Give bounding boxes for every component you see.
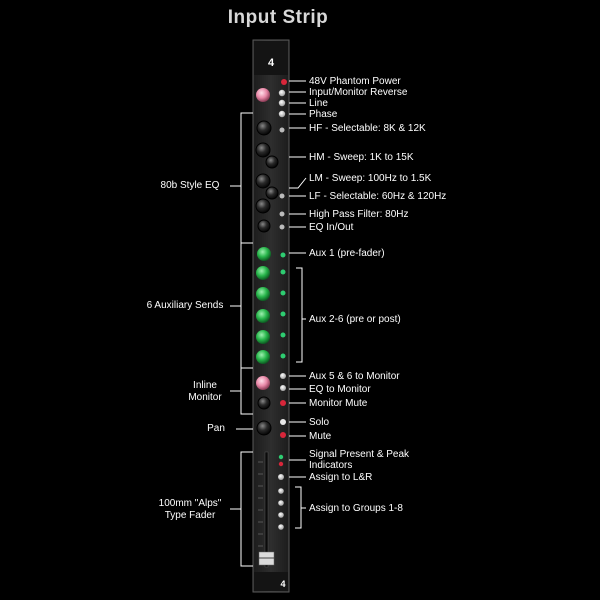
aux-6-knob[interactable]	[256, 350, 270, 364]
label-fader-2: Type Fader	[164, 510, 216, 521]
aux-1-led	[280, 252, 286, 258]
callout-lines-right	[289, 80, 307, 529]
lm-freq-knob[interactable]	[265, 186, 279, 200]
input-reverse-button[interactable]	[278, 89, 286, 97]
label-solo: Solo	[309, 417, 330, 428]
hpf-button[interactable]	[279, 211, 285, 217]
aux-5-led	[280, 332, 286, 338]
monitor-mute-button[interactable]	[280, 400, 286, 406]
label-inline: Inline	[193, 380, 217, 391]
eq-to-monitor-button[interactable]	[280, 385, 286, 391]
aux-4-knob[interactable]	[256, 309, 270, 323]
mute-button[interactable]	[280, 432, 286, 438]
label-phantom-power: 48V Phantom Power	[309, 76, 401, 87]
label-signal-peak: Signal Present & Peak	[309, 449, 410, 460]
hm-gain-knob[interactable]	[255, 142, 271, 158]
label-mute: Mute	[309, 431, 332, 442]
aux-2-knob[interactable]	[256, 266, 270, 280]
label-monitor-mute: Monitor Mute	[309, 398, 368, 409]
aux-1-knob[interactable]	[257, 247, 271, 261]
assign-lr-button[interactable]	[278, 474, 284, 480]
aux-5-knob[interactable]	[256, 330, 270, 344]
label-input-monitor-reverse: Input/Monitor Reverse	[309, 87, 408, 98]
phantom-power-led	[281, 79, 287, 85]
assign-group-button[interactable]	[278, 524, 284, 530]
label-assign-groups: Assign to Groups 1-8	[309, 503, 403, 514]
channel-number-bottom: 4	[280, 579, 285, 589]
label-indicators: Indicators	[309, 460, 353, 471]
label-eq-to-monitor: EQ to Monitor	[309, 384, 371, 395]
label-hm: HM - Sweep: 1K to 15K	[309, 152, 414, 163]
signal-led	[278, 454, 284, 460]
assign-group-button[interactable]	[278, 512, 284, 518]
aux-4-led	[280, 311, 286, 317]
fader-track	[264, 451, 269, 568]
phase-button[interactable]	[278, 110, 286, 118]
label-lm: LM - Sweep: 100Hz to 1.5K	[309, 173, 432, 184]
monitor-level-knob[interactable]	[256, 376, 270, 390]
label-assign-lr: Assign to L&R	[309, 472, 373, 483]
aux-6-led	[280, 353, 286, 359]
eq-knob-extra[interactable]	[257, 219, 271, 233]
input-reverse-knob[interactable]	[256, 88, 270, 102]
label-80b-eq: 80b Style EQ	[160, 180, 220, 191]
lf-select-button[interactable]	[279, 193, 285, 199]
hf-select-button[interactable]	[279, 127, 285, 133]
label-eq-in-out: EQ In/Out	[309, 222, 354, 233]
pan-knob[interactable]	[256, 420, 272, 436]
assign-group-button[interactable]	[278, 488, 284, 494]
diagram-title: Input Strip	[227, 7, 329, 28]
brackets-left	[230, 112, 253, 567]
channel-number-top: 4	[268, 57, 275, 69]
label-aux-2-6: Aux 2-6 (pre or post)	[309, 314, 401, 325]
label-fader-1: 100mm "Alps"	[158, 498, 222, 509]
solo-button[interactable]	[280, 419, 286, 425]
strip-header	[254, 41, 288, 75]
line-button[interactable]	[278, 99, 286, 107]
label-aux-1: Aux 1 (pre-fader)	[309, 248, 385, 259]
aux-2-led	[280, 269, 286, 275]
label-monitor: Monitor	[188, 392, 222, 403]
label-pan: Pan	[207, 423, 225, 434]
label-aux-to-monitor: Aux 5 & 6 to Monitor	[309, 371, 400, 382]
hm-freq-knob[interactable]	[265, 155, 279, 169]
eq-in-button[interactable]	[279, 224, 285, 230]
peak-led	[278, 461, 284, 467]
label-hf: HF - Selectable: 8K & 12K	[309, 123, 426, 134]
label-aux-sends: 6 Auxiliary Sends	[146, 300, 224, 311]
monitor-pan-knob[interactable]	[257, 396, 271, 410]
aux-3-knob[interactable]	[256, 287, 270, 301]
label-hpf: High Pass Filter: 80Hz	[309, 209, 409, 220]
aux-3-led	[280, 290, 286, 296]
label-line: Line	[309, 98, 328, 109]
strip-footer	[254, 572, 288, 591]
lm-gain-knob[interactable]	[255, 173, 271, 189]
aux-monitor-button[interactable]	[280, 373, 286, 379]
label-phase: Phase	[309, 109, 338, 120]
label-lf: LF - Selectable: 60Hz & 120Hz	[309, 191, 447, 202]
hf-knob[interactable]	[256, 120, 272, 136]
lf-knob[interactable]	[255, 198, 271, 214]
fader-scale	[258, 461, 263, 547]
assign-group-button[interactable]	[278, 500, 284, 506]
